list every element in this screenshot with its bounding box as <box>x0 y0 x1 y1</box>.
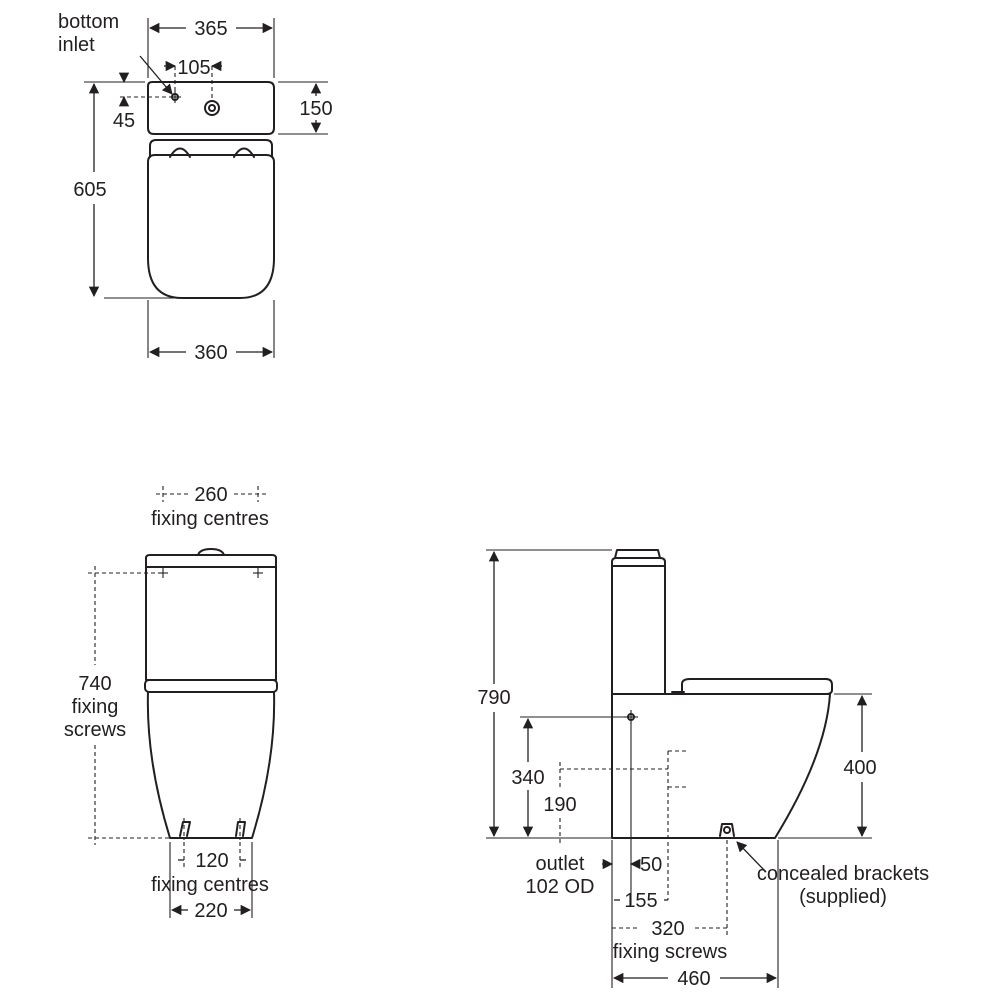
side-cistern-outline <box>611 557 666 695</box>
seat-hinge-outline <box>149 139 273 158</box>
front-cistern-outline <box>145 554 277 681</box>
dim-120: 120 <box>195 850 228 872</box>
dim-460: 460 <box>677 968 710 990</box>
concealed-brackets-label-line1: concealed brackets <box>757 863 929 885</box>
side-seat-outline <box>681 678 833 695</box>
flush-button-icon <box>204 100 220 116</box>
dim-605: 605 <box>73 179 106 201</box>
top-view: 365 105 45 150 605 360 bottom inlet <box>58 11 333 364</box>
dim-260: 260 <box>194 484 227 506</box>
outlet-label-line1: outlet <box>536 853 585 875</box>
front-seat-band <box>144 679 278 693</box>
dim-220: 220 <box>194 900 227 922</box>
fixing-screws-label-line2: screws <box>64 719 126 741</box>
floor-fixing-centres-label: fixing centres <box>151 874 269 896</box>
cistern-fixing-centres-label: fixing centres <box>151 508 269 530</box>
dim-320: 320 <box>651 918 684 940</box>
dim-360: 360 <box>194 342 227 364</box>
seat-lid-outline <box>147 154 275 299</box>
dim-105: 105 <box>177 57 210 79</box>
front-bowl-outline <box>146 691 276 839</box>
dim-155: 155 <box>624 890 657 912</box>
dim-190: 190 <box>543 794 576 816</box>
side-view: 790 340 190 400 outlet 102 OD 50 155 <box>477 549 929 990</box>
concealed-bracket-icon <box>719 823 735 837</box>
fixing-screws-label-line1: fixing <box>72 696 119 718</box>
outlet-label-line2: 102 OD <box>526 876 595 898</box>
dim-740: 740 <box>78 673 111 695</box>
dim-365: 365 <box>194 18 227 40</box>
dim-50: 50 <box>640 854 662 876</box>
dim-45: 45 <box>113 110 135 132</box>
cistern-fixing-right-icon <box>253 568 263 578</box>
front-flush-button-icon <box>197 548 225 556</box>
dim-150: 150 <box>299 98 332 120</box>
dim-400: 400 <box>843 757 876 779</box>
front-view: 260 fixing centres 740 fixing screws 120… <box>64 484 278 922</box>
inlet-leader <box>139 55 173 95</box>
fixing-screws-side-label: fixing screws <box>613 941 727 963</box>
inlet-crosshair-icon <box>169 91 181 103</box>
bottom-inlet-label-line2: inlet <box>58 34 95 56</box>
side-pan-outline <box>611 693 831 839</box>
bottom-inlet-label-line1: bottom <box>58 11 119 33</box>
brackets-leader <box>736 841 767 873</box>
dim-340: 340 <box>511 767 544 789</box>
floor-fixing-right-icon <box>235 818 246 840</box>
cistern-top-outline <box>147 81 275 135</box>
flush-button-inner-icon <box>208 104 216 112</box>
dim-790: 790 <box>477 687 510 709</box>
side-flush-button-icon <box>614 549 661 559</box>
floor-fixing-left-icon <box>179 818 191 840</box>
concealed-brackets-label-line2: (supplied) <box>799 886 887 908</box>
